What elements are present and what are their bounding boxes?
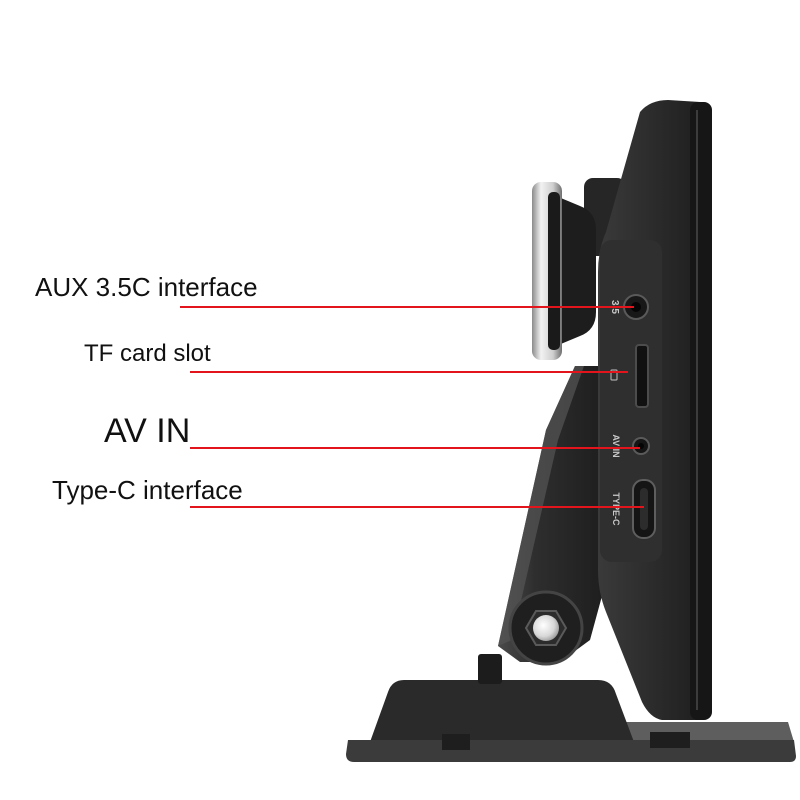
base-neck [478,654,502,684]
base-tab-right [650,732,690,748]
screen-front-bezel [690,102,712,720]
screen-edge-highlight [696,110,698,710]
stand-arm [498,366,604,662]
base-tab-left [442,734,470,750]
type-c-marking: TYPE-C [611,492,621,526]
bolt-head [533,615,559,641]
base-right-plate [606,722,794,742]
mount-cone [556,196,596,346]
tf-card-slot-icon [635,344,649,408]
av-in-callout-label: AV IN [104,412,190,450]
mount-disc-ring [548,192,560,350]
type-c-callout-label: Type-C interface [52,475,243,505]
av-in-marking: AV IN [611,434,621,457]
aux-port-hole [631,302,641,312]
base-bottom-strip [346,740,796,762]
base-pedestal [370,680,634,742]
tf-callout-label: TF card slot [84,340,211,367]
aux-callout-label: AUX 3.5C interface [35,272,258,302]
sd-card-icon [610,369,618,381]
type-c-port-tongue [640,488,648,530]
